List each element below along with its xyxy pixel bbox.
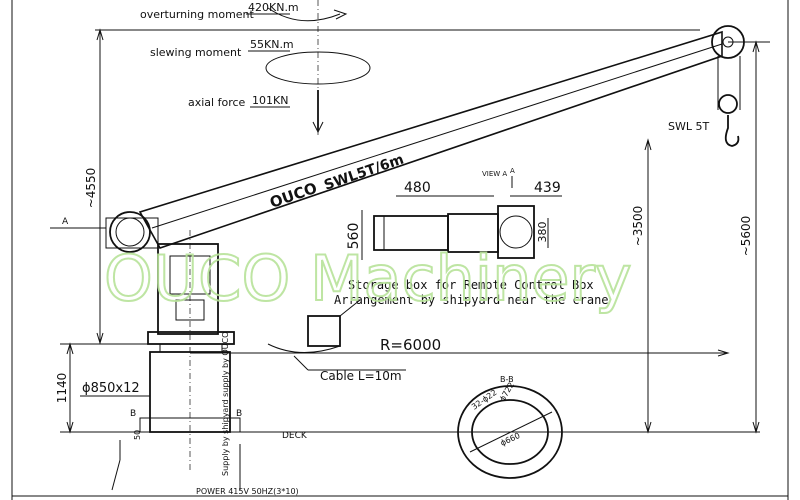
axial-label: axial force xyxy=(188,96,246,109)
crane-column xyxy=(147,230,235,470)
remote-box xyxy=(307,315,341,347)
svg-text:B: B xyxy=(236,409,242,419)
svg-text:A: A xyxy=(510,167,515,175)
slewing-label: slewing moment xyxy=(150,46,242,59)
svg-text:~5600: ~5600 xyxy=(739,216,753,257)
svg-text:380: 380 xyxy=(536,222,549,243)
axial-value: 101KN xyxy=(252,94,288,107)
load-annotations: overturning moment 420KN.m slewing momen… xyxy=(95,0,700,135)
cable-label: Cable L=10m xyxy=(320,369,402,383)
svg-text:A: A xyxy=(62,217,69,227)
pedestal-diameter: ϕ850x12 xyxy=(82,381,140,396)
storage-box: Storage box for Remote Control Box Arran… xyxy=(267,278,609,383)
svg-text:ϕ660: ϕ660 xyxy=(499,431,521,448)
svg-text:50: 50 xyxy=(133,430,142,440)
crane-boom: SWL 5T OUCO SWL5T/6m xyxy=(138,25,745,249)
svg-text:439: 439 xyxy=(534,180,561,196)
svg-text:1140: 1140 xyxy=(55,373,69,404)
dim-right: ~3500 ~5600 xyxy=(631,40,770,434)
hook-icon xyxy=(724,115,740,147)
pedestal: 1140 ϕ850x12 B B 50 DECK Supply by shipy… xyxy=(55,332,760,496)
svg-text:VIEW A: VIEW A xyxy=(482,170,507,178)
overturning-label: overturning moment xyxy=(140,8,255,21)
power-label: POWER 415V 50HZ(3*10) xyxy=(196,487,299,496)
deck-label: DECK xyxy=(282,431,308,441)
dim-4550: ~4550 xyxy=(84,28,104,345)
svg-text:~4550: ~4550 xyxy=(84,168,98,209)
svg-text:560: 560 xyxy=(346,223,362,250)
dim-radius: R=6000 xyxy=(190,336,730,357)
slewing-value: 55KN.m xyxy=(250,38,294,51)
overturning-value: 420KN.m xyxy=(248,1,299,14)
hook-block xyxy=(718,94,738,114)
winch-view-a: VIEW A A 480 439 560 380 xyxy=(346,167,562,260)
slewing-arrow xyxy=(265,51,371,85)
supply-note: Supply by shipyard supply by OUCO xyxy=(221,332,230,476)
svg-text:B-B: B-B xyxy=(500,375,514,384)
storage-label: Storage box for Remote Control Box xyxy=(348,278,594,292)
watermark: OUCO Machinery xyxy=(104,242,632,315)
hook-swl: SWL 5T xyxy=(668,120,709,133)
section-bb: B-B 32-ϕ22 ϕ722 ϕ660 xyxy=(457,375,563,479)
drawing-frame xyxy=(11,0,789,500)
svg-text:~3500: ~3500 xyxy=(631,206,645,247)
svg-text:B: B xyxy=(130,409,136,419)
radius-value: R=6000 xyxy=(380,336,441,354)
bolt-ring-outer xyxy=(457,385,563,479)
luffing-head: A xyxy=(50,211,159,253)
svg-text:480: 480 xyxy=(404,180,431,196)
bolt-ring-inner xyxy=(471,399,549,465)
arrangement-label: Arrangement by shipyard near the crane xyxy=(334,293,609,307)
